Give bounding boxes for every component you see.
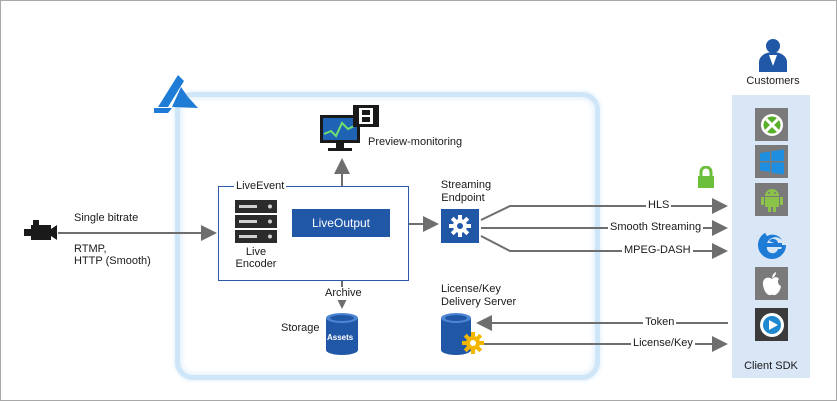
assets-database-icon bbox=[326, 313, 358, 355]
license-server-line1: License/Key bbox=[441, 283, 501, 295]
client-sdk-label: Client SDK bbox=[744, 360, 798, 372]
lock-icon bbox=[698, 166, 714, 188]
video-camera-icon bbox=[24, 220, 57, 240]
storage-label: Storage bbox=[281, 322, 320, 334]
customers-label: Customers bbox=[746, 75, 800, 87]
license-server-line2: Delivery Server bbox=[441, 296, 517, 308]
xbox-icon bbox=[760, 113, 783, 136]
hls-label: HLS bbox=[646, 199, 672, 212]
preview-monitor-icon bbox=[320, 105, 379, 151]
license-server-icon bbox=[441, 313, 484, 355]
streaming-endpoint-tile bbox=[441, 209, 479, 243]
live-encoder-line1: Live bbox=[245, 246, 267, 258]
archive-label: Archive bbox=[323, 287, 364, 300]
media-player-tile bbox=[755, 308, 788, 341]
streaming-endpoint-line2: Endpoint bbox=[441, 192, 485, 204]
protocols-line1: RTMP, bbox=[74, 243, 107, 255]
customer-icon bbox=[759, 39, 787, 72]
media-player-icon bbox=[759, 312, 784, 337]
xbox-tile bbox=[755, 108, 788, 141]
license-key-label: License/Key bbox=[631, 337, 695, 350]
windows-tile bbox=[755, 145, 788, 178]
azure-boundary bbox=[175, 92, 600, 380]
android-icon bbox=[760, 188, 783, 212]
apple-tile bbox=[755, 267, 788, 300]
live-output-box: LiveOutput bbox=[292, 209, 390, 237]
mpeg-dash-label: MPEG-DASH bbox=[622, 244, 693, 257]
gear-icon bbox=[449, 215, 471, 237]
preview-monitoring-label: Preview-monitoring bbox=[368, 136, 463, 148]
apple-icon bbox=[762, 271, 781, 295]
live-encoder-line2: Encoder bbox=[235, 258, 277, 270]
live-event-title: LiveEvent bbox=[234, 180, 287, 193]
edge-tile bbox=[755, 228, 788, 261]
windows-icon bbox=[759, 149, 784, 174]
streaming-endpoint-line1: Streaming bbox=[440, 179, 492, 191]
smooth-streaming-label: Smooth Streaming bbox=[608, 221, 704, 234]
single-bitrate-label: Single bitrate bbox=[74, 212, 139, 224]
azure-logo-icon bbox=[154, 75, 198, 113]
hls-arrow bbox=[480, 198, 728, 221]
live-encoder-server-icon bbox=[235, 200, 277, 243]
assets-label: Assets bbox=[327, 333, 354, 342]
android-tile bbox=[755, 183, 788, 216]
edge-icon bbox=[757, 230, 786, 259]
protocols-line2: HTTP (Smooth) bbox=[74, 255, 151, 267]
token-label: Token bbox=[643, 316, 677, 329]
